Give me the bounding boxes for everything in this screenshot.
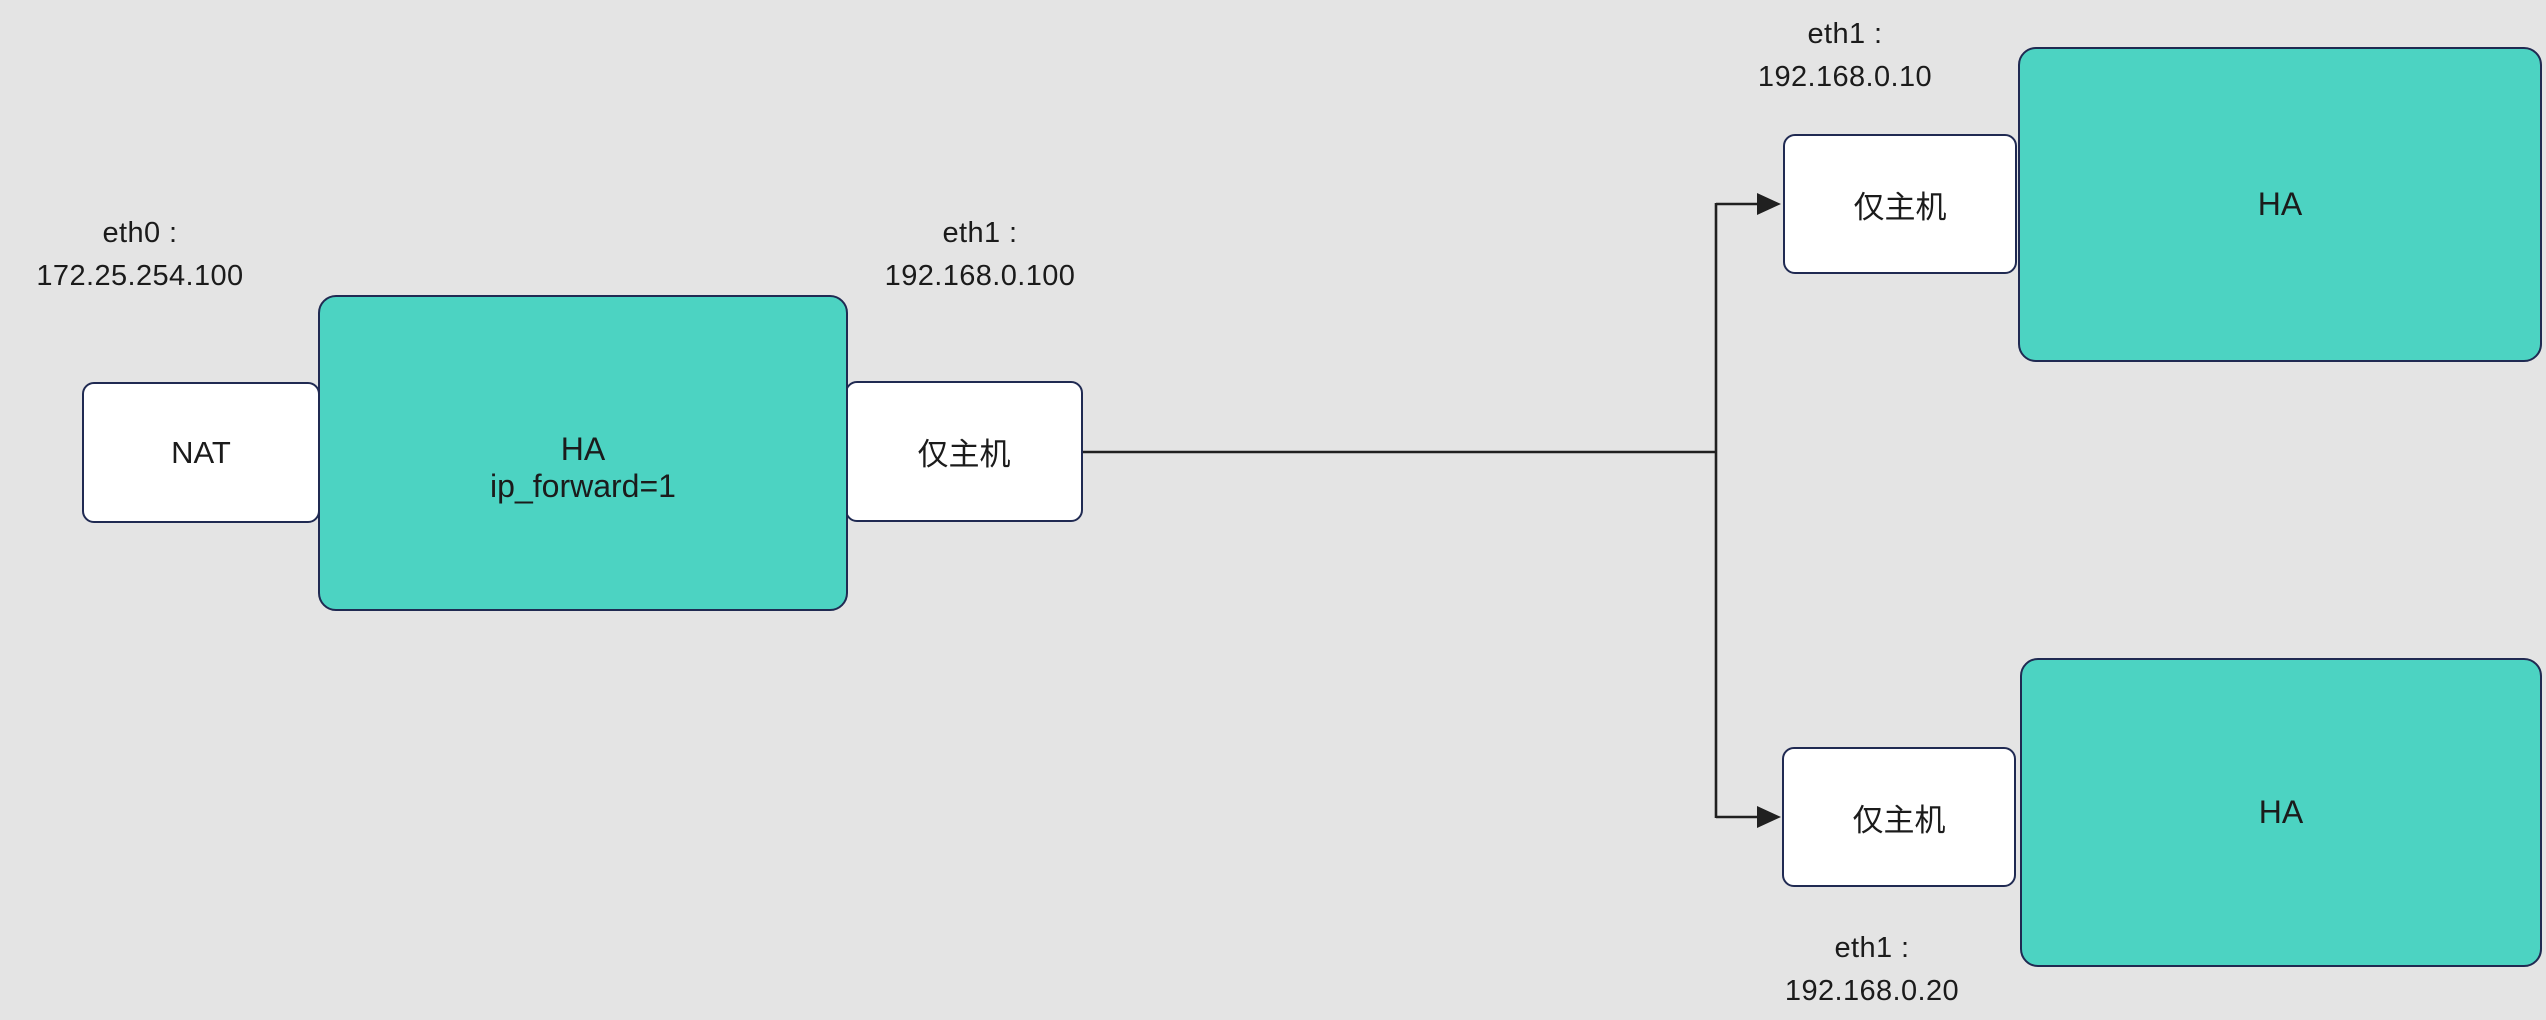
router-hostonly-adapter-label: 仅主机 xyxy=(917,437,1011,472)
router-hostonly-adapter-node: 仅主机 xyxy=(845,381,1083,522)
server-top-eth1-name-line: eth1 : xyxy=(1807,18,1883,50)
eth0-ip-line: 172.25.254.100 xyxy=(36,260,244,292)
router-eth0-ip-label: eth0 : 172.25.254.100 xyxy=(0,212,280,298)
arrowhead-top-icon xyxy=(1757,193,1781,215)
server-top-hostonly-adapter-label: 仅主机 xyxy=(1853,189,1947,225)
server-bottom-eth1-ip-label: eth1 : 192.168.0.20 xyxy=(1732,927,2012,1013)
router-ha-node: HA ip_forward=1 xyxy=(318,295,848,611)
server-bottom-eth1-ip-line: 192.168.0.20 xyxy=(1784,975,1960,1007)
router-title: HA xyxy=(560,431,606,467)
server-bottom-title: HA xyxy=(2258,794,2304,830)
nat-adapter-label: NAT xyxy=(171,434,231,470)
router-nat-adapter-node: NAT xyxy=(82,382,320,523)
router-eth1-name-line: eth1 : xyxy=(942,217,1018,249)
arrowhead-bottom-icon xyxy=(1757,806,1781,828)
server-top-hostonly-adapter-node: 仅主机 xyxy=(1783,134,2017,274)
server-top-title: HA xyxy=(2257,186,2303,222)
router-eth1-ip-line: 192.168.0.100 xyxy=(884,260,1076,292)
router-eth1-ip-label: eth1 : 192.168.0.100 xyxy=(840,212,1120,298)
server-bottom-hostonly-adapter-label: 仅主机 xyxy=(1852,802,1946,838)
server-bottom-eth1-name-line: eth1 : xyxy=(1834,932,1910,964)
server-top-eth1-ip-label: eth1 : 192.168.0.10 xyxy=(1705,13,1985,99)
router-subtitle: ip_forward=1 xyxy=(490,468,676,504)
server-top-ha-node: HA xyxy=(2018,47,2542,362)
server-top-eth1-ip-line: 192.168.0.10 xyxy=(1757,61,1933,93)
server-bottom-hostonly-adapter-node: 仅主机 xyxy=(1782,747,2016,887)
server-bottom-ha-node: HA xyxy=(2020,658,2542,967)
eth0-name-line: eth0 : xyxy=(102,217,178,249)
